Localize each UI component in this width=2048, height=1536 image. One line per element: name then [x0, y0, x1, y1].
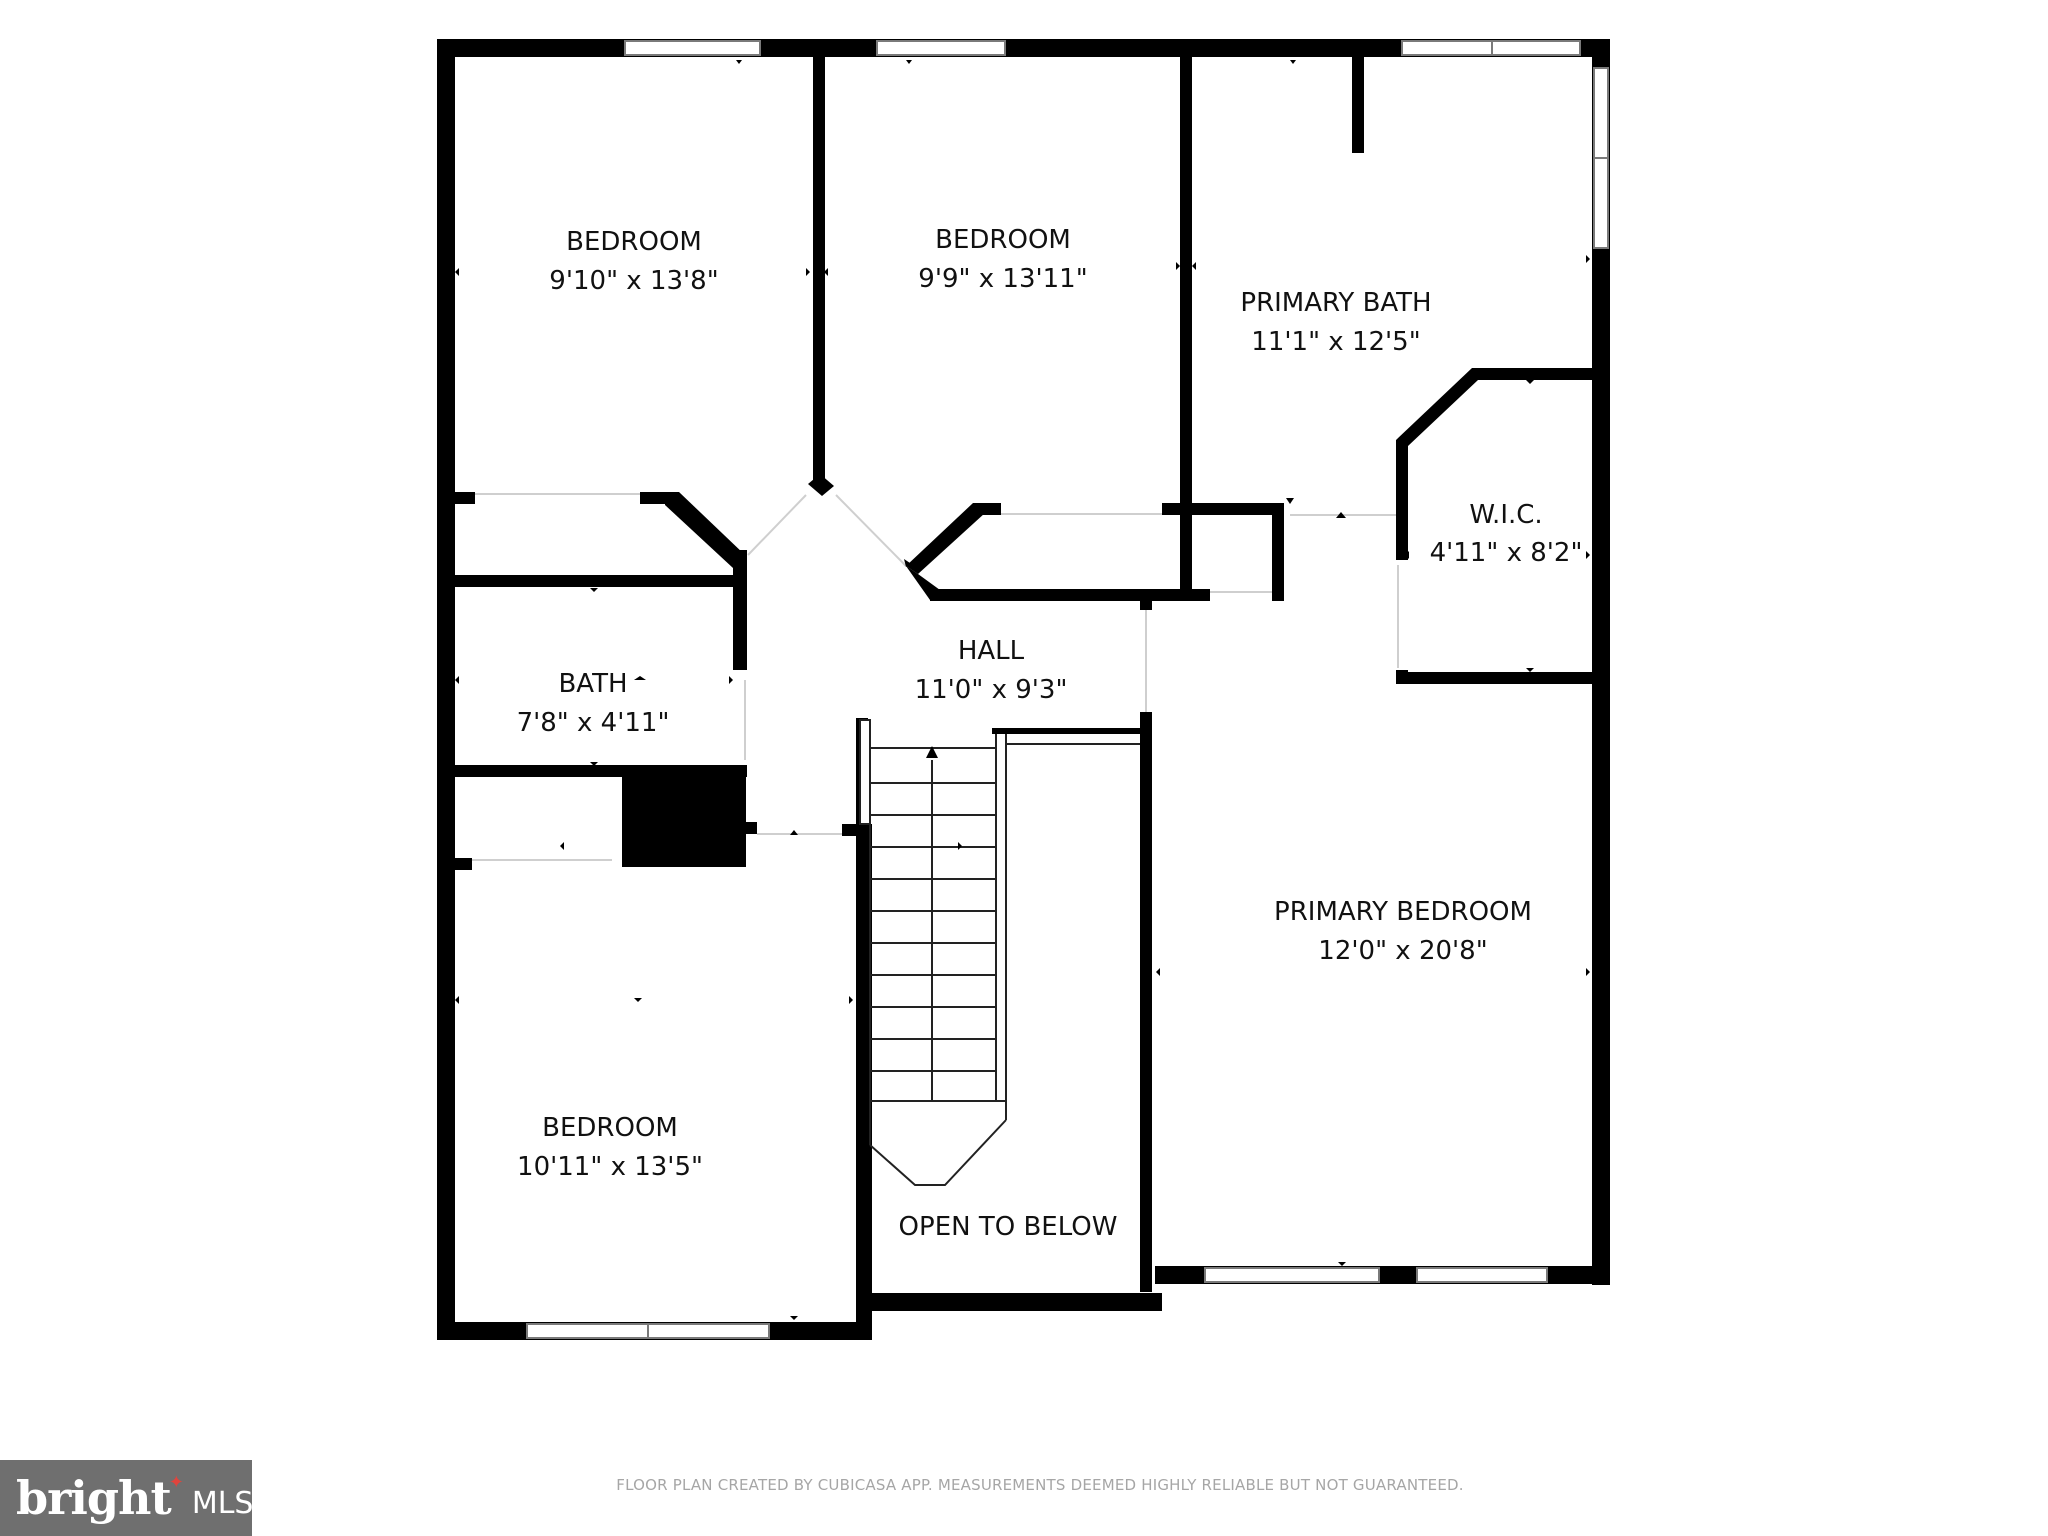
bright-mls-logo: bright ✦ MLS	[0, 1460, 254, 1536]
bedroom-nw-dims: 9'10" x 13'8"	[549, 266, 718, 296]
primary-bath-name: PRIMARY BATH	[1240, 288, 1431, 318]
hall-dims: 11'0" x 9'3"	[915, 675, 1068, 705]
dimension-markers	[455, 60, 1590, 1320]
bath-dims: 7'8" x 4'11"	[517, 708, 670, 738]
disclaimer-text: FLOOR PLAN CREATED BY CUBICASA APP. MEAS…	[616, 1476, 1464, 1494]
bedroom-n-name: BEDROOM	[935, 225, 1071, 255]
logo-star-icon: ✦	[168, 1471, 184, 1493]
primary-bedroom-name: PRIMARY BEDROOM	[1274, 897, 1532, 927]
window-mullions	[647, 41, 1608, 1338]
stairs-up-arrow-icon	[926, 746, 938, 758]
bedroom-sw-name: BEDROOM	[542, 1113, 678, 1143]
wic-dims: 4'11" x 8'2"	[1430, 538, 1583, 568]
primary-bedroom-dims: 12'0" x 20'8"	[1318, 936, 1487, 966]
stairs	[859, 719, 1140, 1186]
primary-bath-dims: 11'1" x 12'5"	[1251, 327, 1420, 357]
bath-name: BATH	[558, 669, 627, 699]
bedroom-sw-dims: 10'11" x 13'5"	[517, 1152, 703, 1182]
open-to-below-label: OPEN TO BELOW	[899, 1212, 1118, 1242]
interior-walls	[455, 57, 1592, 1292]
hall-name: HALL	[958, 636, 1025, 666]
bedroom-n-dims: 9'9" x 13'11"	[918, 264, 1087, 294]
wic-name: W.I.C.	[1469, 500, 1542, 530]
bedroom-nw-name: BEDROOM	[566, 227, 702, 257]
room-labels: BEDROOM 9'10" x 13'8" BEDROOM 9'9" x 13'…	[517, 225, 1583, 1242]
logo-wordmark: bright	[16, 1471, 172, 1525]
logo-suffix: MLS	[191, 1485, 254, 1521]
windows	[526, 40, 1609, 1339]
